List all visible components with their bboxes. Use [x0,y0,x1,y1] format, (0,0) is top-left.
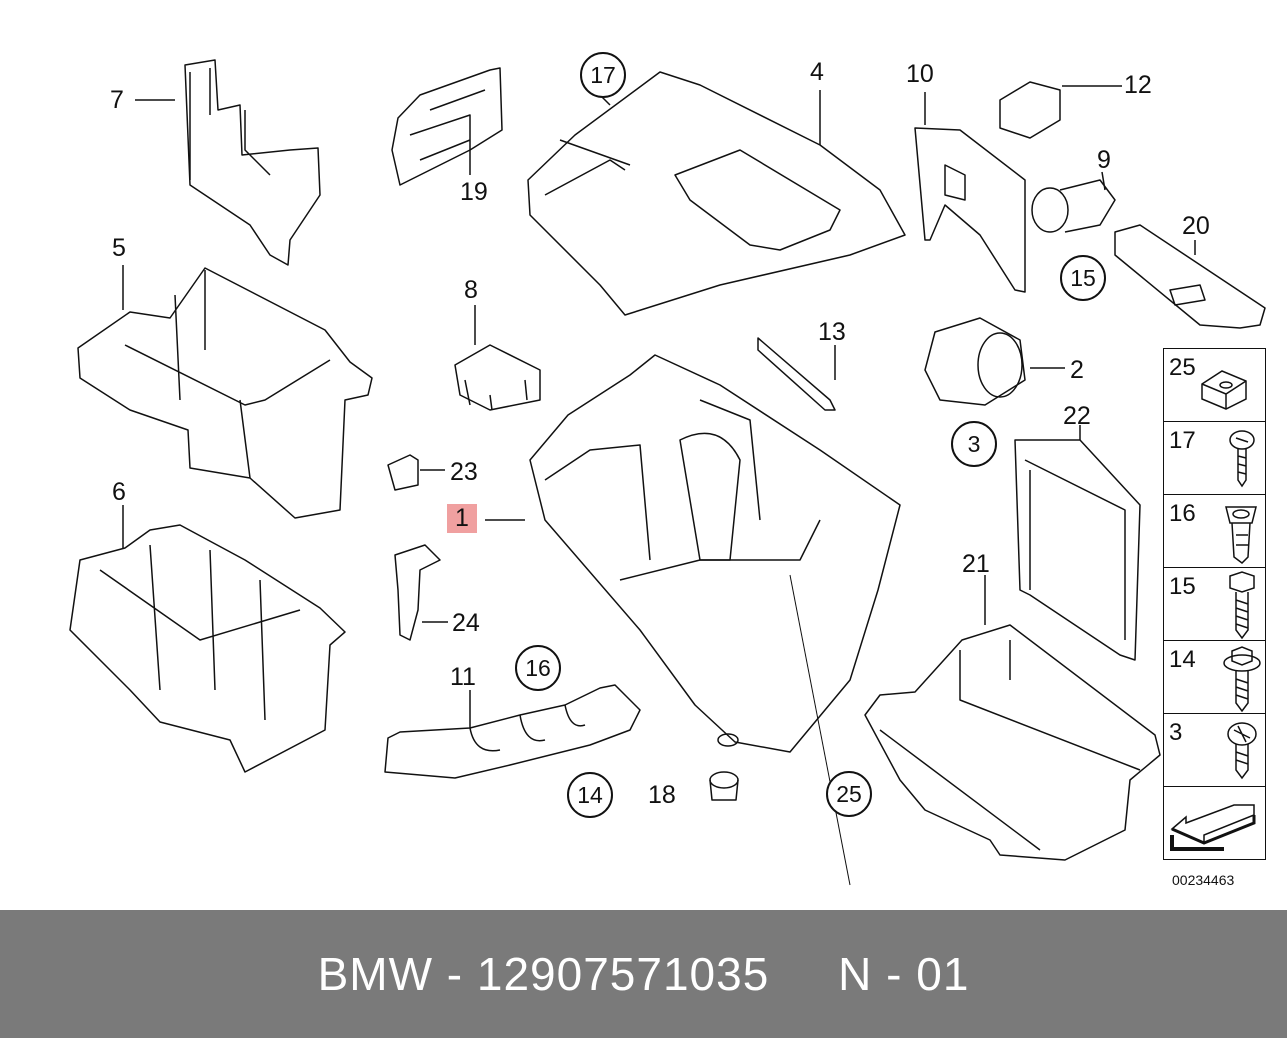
part-7-bracket [135,59,321,266]
part-18-grommet [709,771,739,801]
legend-cell-16: 16 [1163,494,1266,568]
legend-label: 25 [1169,354,1196,381]
expanding-nut-icon [1225,506,1257,564]
parts-drawing [69,59,1266,886]
circled-label-3: 3 [951,421,997,467]
label-23: 23 [450,458,478,486]
circled-label-25: 25 [826,771,872,817]
label-13: 13 [818,318,846,346]
legend-label: 15 [1169,573,1196,600]
part-12-relay [999,81,1122,139]
legend-cell-3: 3 [1163,713,1266,787]
part-9-socket [1031,171,1116,233]
part-6-holder [69,505,346,773]
legend-cell-15: 15 [1163,567,1266,641]
legend-label: 14 [1169,646,1196,673]
label-22: 22 [1063,402,1091,430]
part-13-strip [757,337,836,411]
part-24-clip [394,544,448,641]
circled-label-16: 16 [515,645,561,691]
label-18: 18 [648,781,676,809]
label-24: 24 [452,609,480,637]
part-20-cover [1114,224,1266,329]
part-2-holder [924,317,1065,406]
part-22-panel [1014,425,1141,661]
part-19-plate [391,67,503,186]
label-6: 6 [112,478,126,506]
label-4: 4 [810,58,824,86]
part-10-bracket [914,92,1026,293]
fillister-screw-icon [1229,430,1255,488]
label-2: 2 [1070,356,1084,384]
part-1-housing[interactable] [485,354,901,886]
label-11: 11 [450,663,476,691]
part-11-shield [384,684,641,779]
label-5: 5 [112,234,126,262]
diagram-reference-number: 00234463 [1172,872,1235,888]
label-21: 21 [962,550,990,578]
legend-cell-reference [1163,786,1266,860]
flange-screw-icon [1223,646,1261,713]
reference-arrow-icon [1170,804,1256,851]
circled-label-17: 17 [580,52,626,98]
label-20: 20 [1182,212,1210,240]
part-23-clip [387,454,445,491]
label-10: 10 [906,60,934,88]
label-12: 12 [1124,71,1152,99]
footer-bar: BMW - 12907571035 N - 01 [0,910,1287,1038]
legend-label: 3 [1169,719,1183,746]
clip-nut-icon [1201,370,1247,410]
legend-label: 16 [1169,500,1196,527]
circled-label-15: 15 [1060,255,1106,301]
parts-diagram: 7 5 6 19 4 10 12 9 20 8 13 2 22 23 1 21 … [69,52,1266,886]
legend-cell-17: 17 [1163,421,1266,495]
label-1-highlighted[interactable]: 1 [447,504,477,533]
legend-label: 17 [1169,427,1196,454]
circled-label-14: 14 [567,772,613,818]
label-19: 19 [460,178,488,206]
label-8: 8 [464,276,478,304]
part-4-lid [527,71,906,316]
hex-screw-icon [1229,571,1255,640]
part-8-cap [454,305,541,411]
legend-cell-25: 25 [1163,348,1266,422]
oval-head-screw-icon [1227,722,1257,780]
part-number-caption: BMW - 12907571035 N - 01 [317,948,970,1000]
label-7: 7 [110,86,124,114]
legend-cell-14: 14 [1163,640,1266,714]
label-9: 9 [1097,146,1111,174]
part-5-holder [77,265,373,519]
part-21-box [864,575,1161,861]
